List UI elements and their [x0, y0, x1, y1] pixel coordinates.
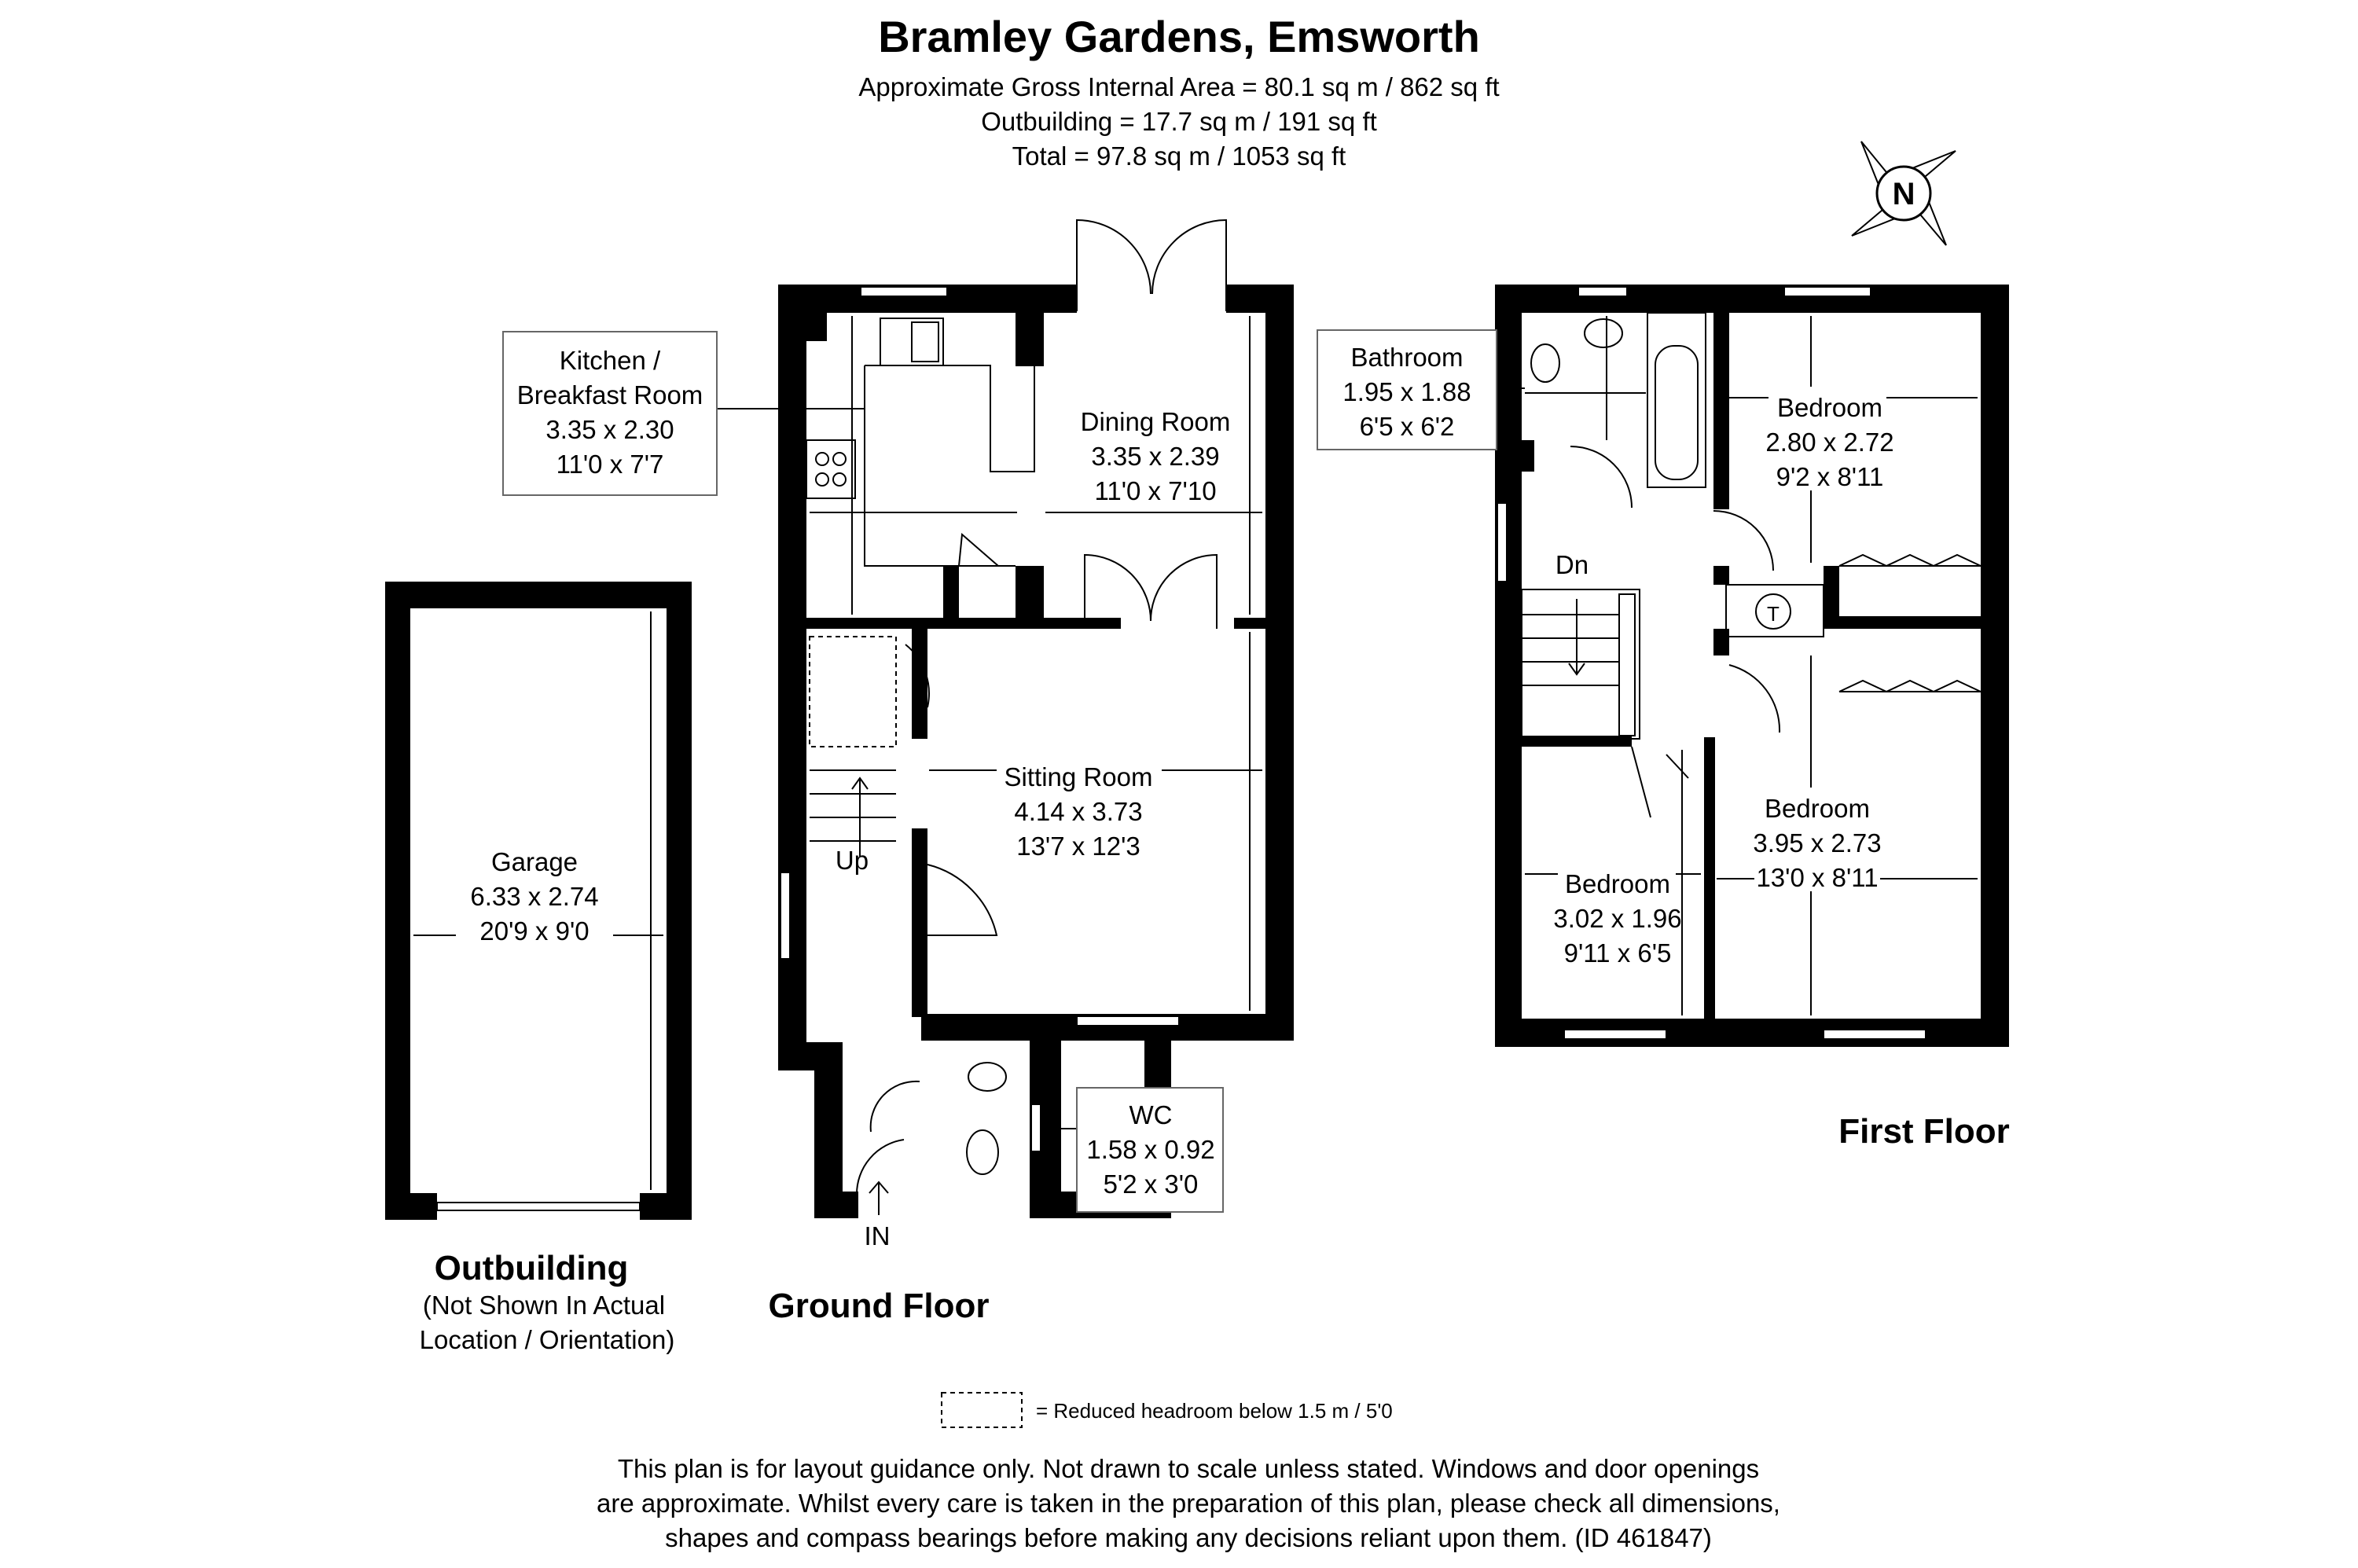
ground-floor-label: Ground Floor — [768, 1287, 989, 1325]
dining-imperial: 11'0 x 7'10 — [1094, 476, 1216, 505]
bathroom-imperial: 6'5 x 6'2 — [1360, 412, 1455, 441]
disclaimer-line1: This plan is for layout guidance only. N… — [618, 1454, 1759, 1483]
garage-metric: 6.33 x 2.74 — [470, 882, 598, 911]
tank-label: T — [1767, 602, 1780, 626]
wc-name: WC — [1129, 1100, 1173, 1129]
page-title: Bramley Gardens, Emsworth — [878, 12, 1480, 61]
header: Bramley Gardens, Emsworth Approximate Gr… — [858, 12, 1499, 171]
wc-metric: 1.58 x 0.92 — [1086, 1135, 1214, 1164]
garage-plan: Garage 6.33 x 2.74 20'9 x 9'0 Outbuildin… — [385, 582, 692, 1354]
bedroom-a-name: Bedroom — [1777, 393, 1882, 422]
kitchen-name-line2: Breakfast Room — [517, 380, 703, 409]
outbuilding-note-line1: (Not Shown In Actual — [423, 1291, 665, 1320]
bedroom-c-metric: 3.02 x 1.96 — [1553, 904, 1681, 933]
disclaimer: This plan is for layout guidance only. N… — [597, 1454, 1780, 1552]
garage-label: Garage 6.33 x 2.74 20'9 x 9'0 — [456, 843, 613, 953]
bedroom-a-metric: 2.80 x 2.72 — [1765, 428, 1893, 457]
outbuilding-note-line2: Location / Orientation) — [420, 1325, 675, 1354]
compass-north-icon: N — [1851, 141, 1956, 246]
first-floor-plan: T Dn Bedroom 2.80 x 2.72 9'2 x 8'11 Bedr… — [1317, 285, 2010, 1151]
hob-icon — [806, 439, 856, 499]
wc-callout — [1076, 1087, 1224, 1213]
bathroom-name: Bathroom — [1350, 343, 1463, 372]
kitchen-window — [860, 286, 948, 297]
bedroom-b-imperial: 13'0 x 8'11 — [1756, 863, 1878, 892]
kitchen-name-line1: Kitchen / — [560, 346, 661, 375]
bedroom-c-name: Bedroom — [1565, 869, 1670, 898]
dining-metric: 3.35 x 2.39 — [1091, 442, 1219, 471]
bedroom-c-imperial: 9'11 x 6'5 — [1564, 938, 1672, 968]
landing-window — [1497, 502, 1508, 582]
compass-letter: N — [1893, 177, 1915, 211]
legend: = Reduced headroom below 1.5 m / 5'0 — [941, 1392, 1393, 1428]
disclaimer-line2: are approximate. Whilst every care is ta… — [597, 1489, 1780, 1518]
bathroom-callout — [1317, 329, 1497, 450]
sitting-imperial: 13'7 x 12'3 — [1016, 832, 1140, 861]
bedroom-c-window — [1563, 1029, 1667, 1040]
bathroom-window — [1578, 286, 1628, 297]
bedroom-b-label: Bedroom 3.95 x 2.73 13'0 x 8'11 — [1753, 788, 1882, 892]
hall-window — [780, 872, 791, 960]
outbuilding-label: Outbuilding — [435, 1249, 629, 1287]
bedroom-a-window — [1783, 286, 1871, 297]
garage-door — [436, 1202, 641, 1211]
bedroom-c-label: Bedroom 3.02 x 1.96 9'11 x 6'5 — [1553, 863, 1682, 970]
bedroom-a-imperial: 9'2 x 8'11 — [1776, 462, 1884, 491]
reduced-headroom-swatch — [941, 1392, 1023, 1428]
garage-name: Garage — [491, 847, 578, 876]
legend-text: = Reduced headroom below 1.5 m / 5'0 — [1036, 1399, 1393, 1423]
ground-floor-plan: IN Up Dining Room 3.35 x 2.39 11'0 x 7'1… — [502, 218, 1294, 1325]
area-outbuilding: Outbuilding = 17.7 sq m / 191 sq ft — [981, 107, 1377, 136]
kitchen-callout — [502, 331, 718, 496]
bathroom-metric: 1.95 x 1.88 — [1342, 377, 1471, 406]
bedroom-b-metric: 3.95 x 2.73 — [1753, 828, 1881, 857]
ground-stairs-label: Up — [836, 846, 869, 875]
bedroom-a-label: Bedroom 2.80 x 2.72 9'2 x 8'11 — [1765, 387, 1894, 491]
kitchen-metric: 3.35 x 2.30 — [545, 415, 674, 444]
kitchen-imperial: 11'0 x 7'7 — [556, 450, 664, 479]
entrance-label: IN — [865, 1221, 891, 1250]
first-stairs-label: Dn — [1555, 550, 1589, 579]
first-floor-label: First Floor — [1838, 1112, 2010, 1151]
sitting-label: Sitting Room 4.14 x 3.73 13'7 x 12'3 — [997, 756, 1162, 866]
garage-imperial: 20'9 x 9'0 — [479, 916, 589, 946]
area-total: Total = 97.8 sq m / 1053 sq ft — [1012, 141, 1346, 171]
dining-label: Dining Room 3.35 x 2.39 11'0 x 7'10 — [1081, 407, 1231, 505]
disclaimer-line3: shapes and compass bearings before makin… — [665, 1523, 1712, 1552]
wc-window — [1030, 1103, 1041, 1152]
bedroom-b-window — [1823, 1029, 1926, 1040]
bedroom-b-name: Bedroom — [1765, 794, 1870, 823]
sitting-name: Sitting Room — [1005, 762, 1153, 791]
wc-imperial: 5'2 x 3'0 — [1104, 1170, 1199, 1199]
area-gross: Approximate Gross Internal Area = 80.1 s… — [858, 72, 1499, 101]
sitting-metric: 4.14 x 3.73 — [1014, 797, 1142, 826]
dining-name: Dining Room — [1081, 407, 1231, 436]
sitting-window — [1076, 1015, 1180, 1026]
